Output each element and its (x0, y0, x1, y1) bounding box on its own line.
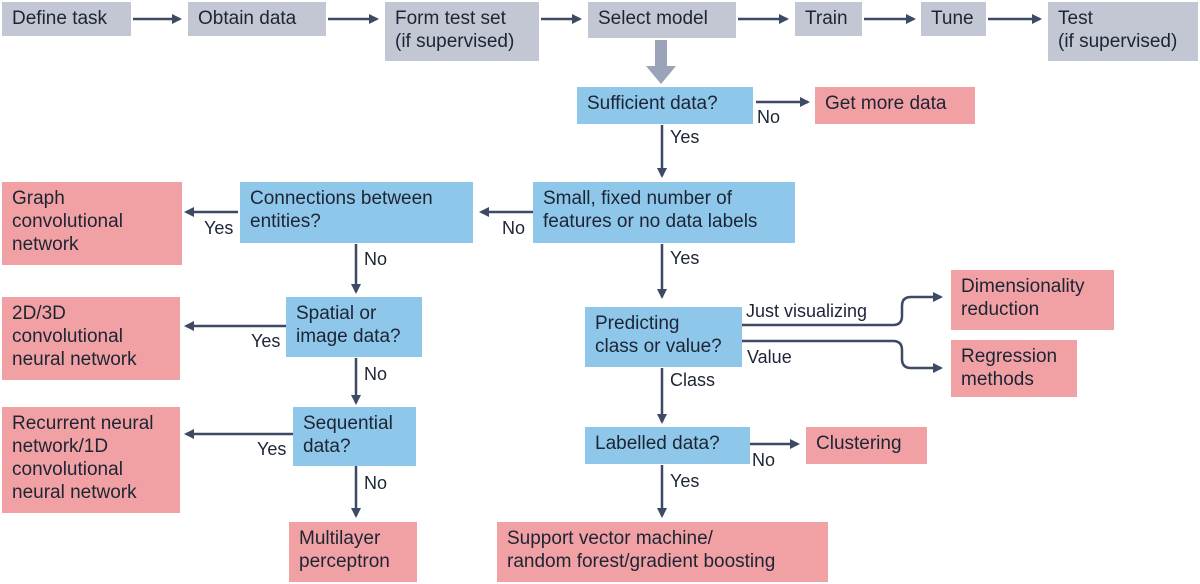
label-labelled-no: No (752, 450, 776, 470)
clustering-box: Clustering (806, 427, 927, 464)
label-value: Value (747, 347, 792, 367)
labelled-data-label: Labelled data? (595, 433, 720, 454)
define-task-label: Define task (12, 8, 108, 29)
obtain-data-box: Obtain data (188, 2, 326, 36)
tune-label: Tune (931, 8, 974, 29)
label-spatial-yes: Yes (251, 331, 281, 351)
clustering-label: Clustering (816, 433, 902, 454)
label-smallfixed-no: No (502, 218, 526, 238)
arrow-predicting-value (742, 339, 943, 373)
small-fixed-features-label: Small, fixed number of features or no da… (543, 188, 758, 232)
label-smallfixed-yes: Yes (670, 248, 700, 268)
connections-label: Connections between entities? (250, 188, 433, 232)
label-sufficient-yes: Yes (670, 127, 700, 147)
label-just-visualizing: Just visualizing (746, 301, 868, 321)
sufficient-data-label: Sufficient data? (587, 93, 718, 114)
labelled-data-box: Labelled data? (585, 427, 750, 464)
regression-box: Regression methods (951, 340, 1077, 397)
rnn-1dcnn-box: Recurrent neural network/1D convolutiona… (2, 407, 180, 513)
label-sequential-no: No (364, 473, 388, 493)
label-connections-no: No (364, 249, 388, 269)
sufficient-data-box: Sufficient data? (577, 87, 753, 124)
train-label: Train (805, 8, 848, 29)
test-label: Test (if supervised) (1058, 8, 1178, 52)
sequential-box: Sequential data? (293, 407, 416, 466)
label-sequential-yes: Yes (257, 439, 287, 459)
regression-label: Regression methods (961, 346, 1058, 390)
select-model-label: Select model (598, 8, 708, 29)
arrow-select-to-sufficient (646, 40, 676, 84)
graph-cnn-label: Graph convolutional network (12, 188, 123, 255)
svm-rf-gb-box: Support vector machine/ random forest/gr… (497, 522, 828, 582)
sequential-label: Sequential data? (303, 413, 393, 457)
test-box: Test (if supervised) (1048, 2, 1198, 61)
rnn-1dcnn-label: Recurrent neural network/1D convolutiona… (12, 413, 154, 503)
spatial-image-box: Spatial or image data? (286, 297, 422, 357)
tune-box: Tune (921, 2, 986, 36)
mlp-box: Multilayer perceptron (289, 522, 417, 582)
label-connections-yes: Yes (204, 218, 234, 238)
get-more-data-label: Get more data (825, 93, 947, 114)
obtain-data-label: Obtain data (198, 8, 297, 29)
dim-reduction-box: Dimensionality reduction (951, 270, 1114, 330)
predicting-box: Predicting class or value? (585, 307, 742, 367)
label-spatial-no: No (364, 364, 388, 384)
spatial-image-label: Spatial or image data? (296, 303, 401, 347)
dim-reduction-label: Dimensionality reduction (961, 276, 1085, 320)
train-box: Train (795, 2, 862, 36)
form-test-set-box: Form test set (if supervised) (385, 2, 539, 61)
svm-rf-gb-label: Support vector machine/ random forest/gr… (507, 528, 776, 572)
select-model-box: Select model (588, 2, 736, 38)
define-task-box: Define task (2, 2, 131, 36)
cnn-2d3d-box: 2D/3D convolutional neural network (2, 297, 180, 380)
small-fixed-features-box: Small, fixed number of features or no da… (533, 182, 795, 243)
predicting-label: Predicting class or value? (595, 313, 722, 357)
form-test-set-label: Form test set (if supervised) (395, 8, 515, 52)
mlp-label: Multilayer perceptron (299, 528, 390, 572)
connections-box: Connections between entities? (240, 182, 473, 243)
cnn-2d3d-label: 2D/3D convolutional neural network (12, 303, 137, 370)
graph-cnn-box: Graph convolutional network (2, 182, 182, 265)
label-sufficient-no: No (757, 107, 781, 127)
label-class: Class (670, 370, 716, 390)
arrow-predicting-visualizing (742, 292, 943, 327)
get-more-data-box: Get more data (815, 87, 975, 124)
label-labelled-yes: Yes (670, 471, 700, 491)
